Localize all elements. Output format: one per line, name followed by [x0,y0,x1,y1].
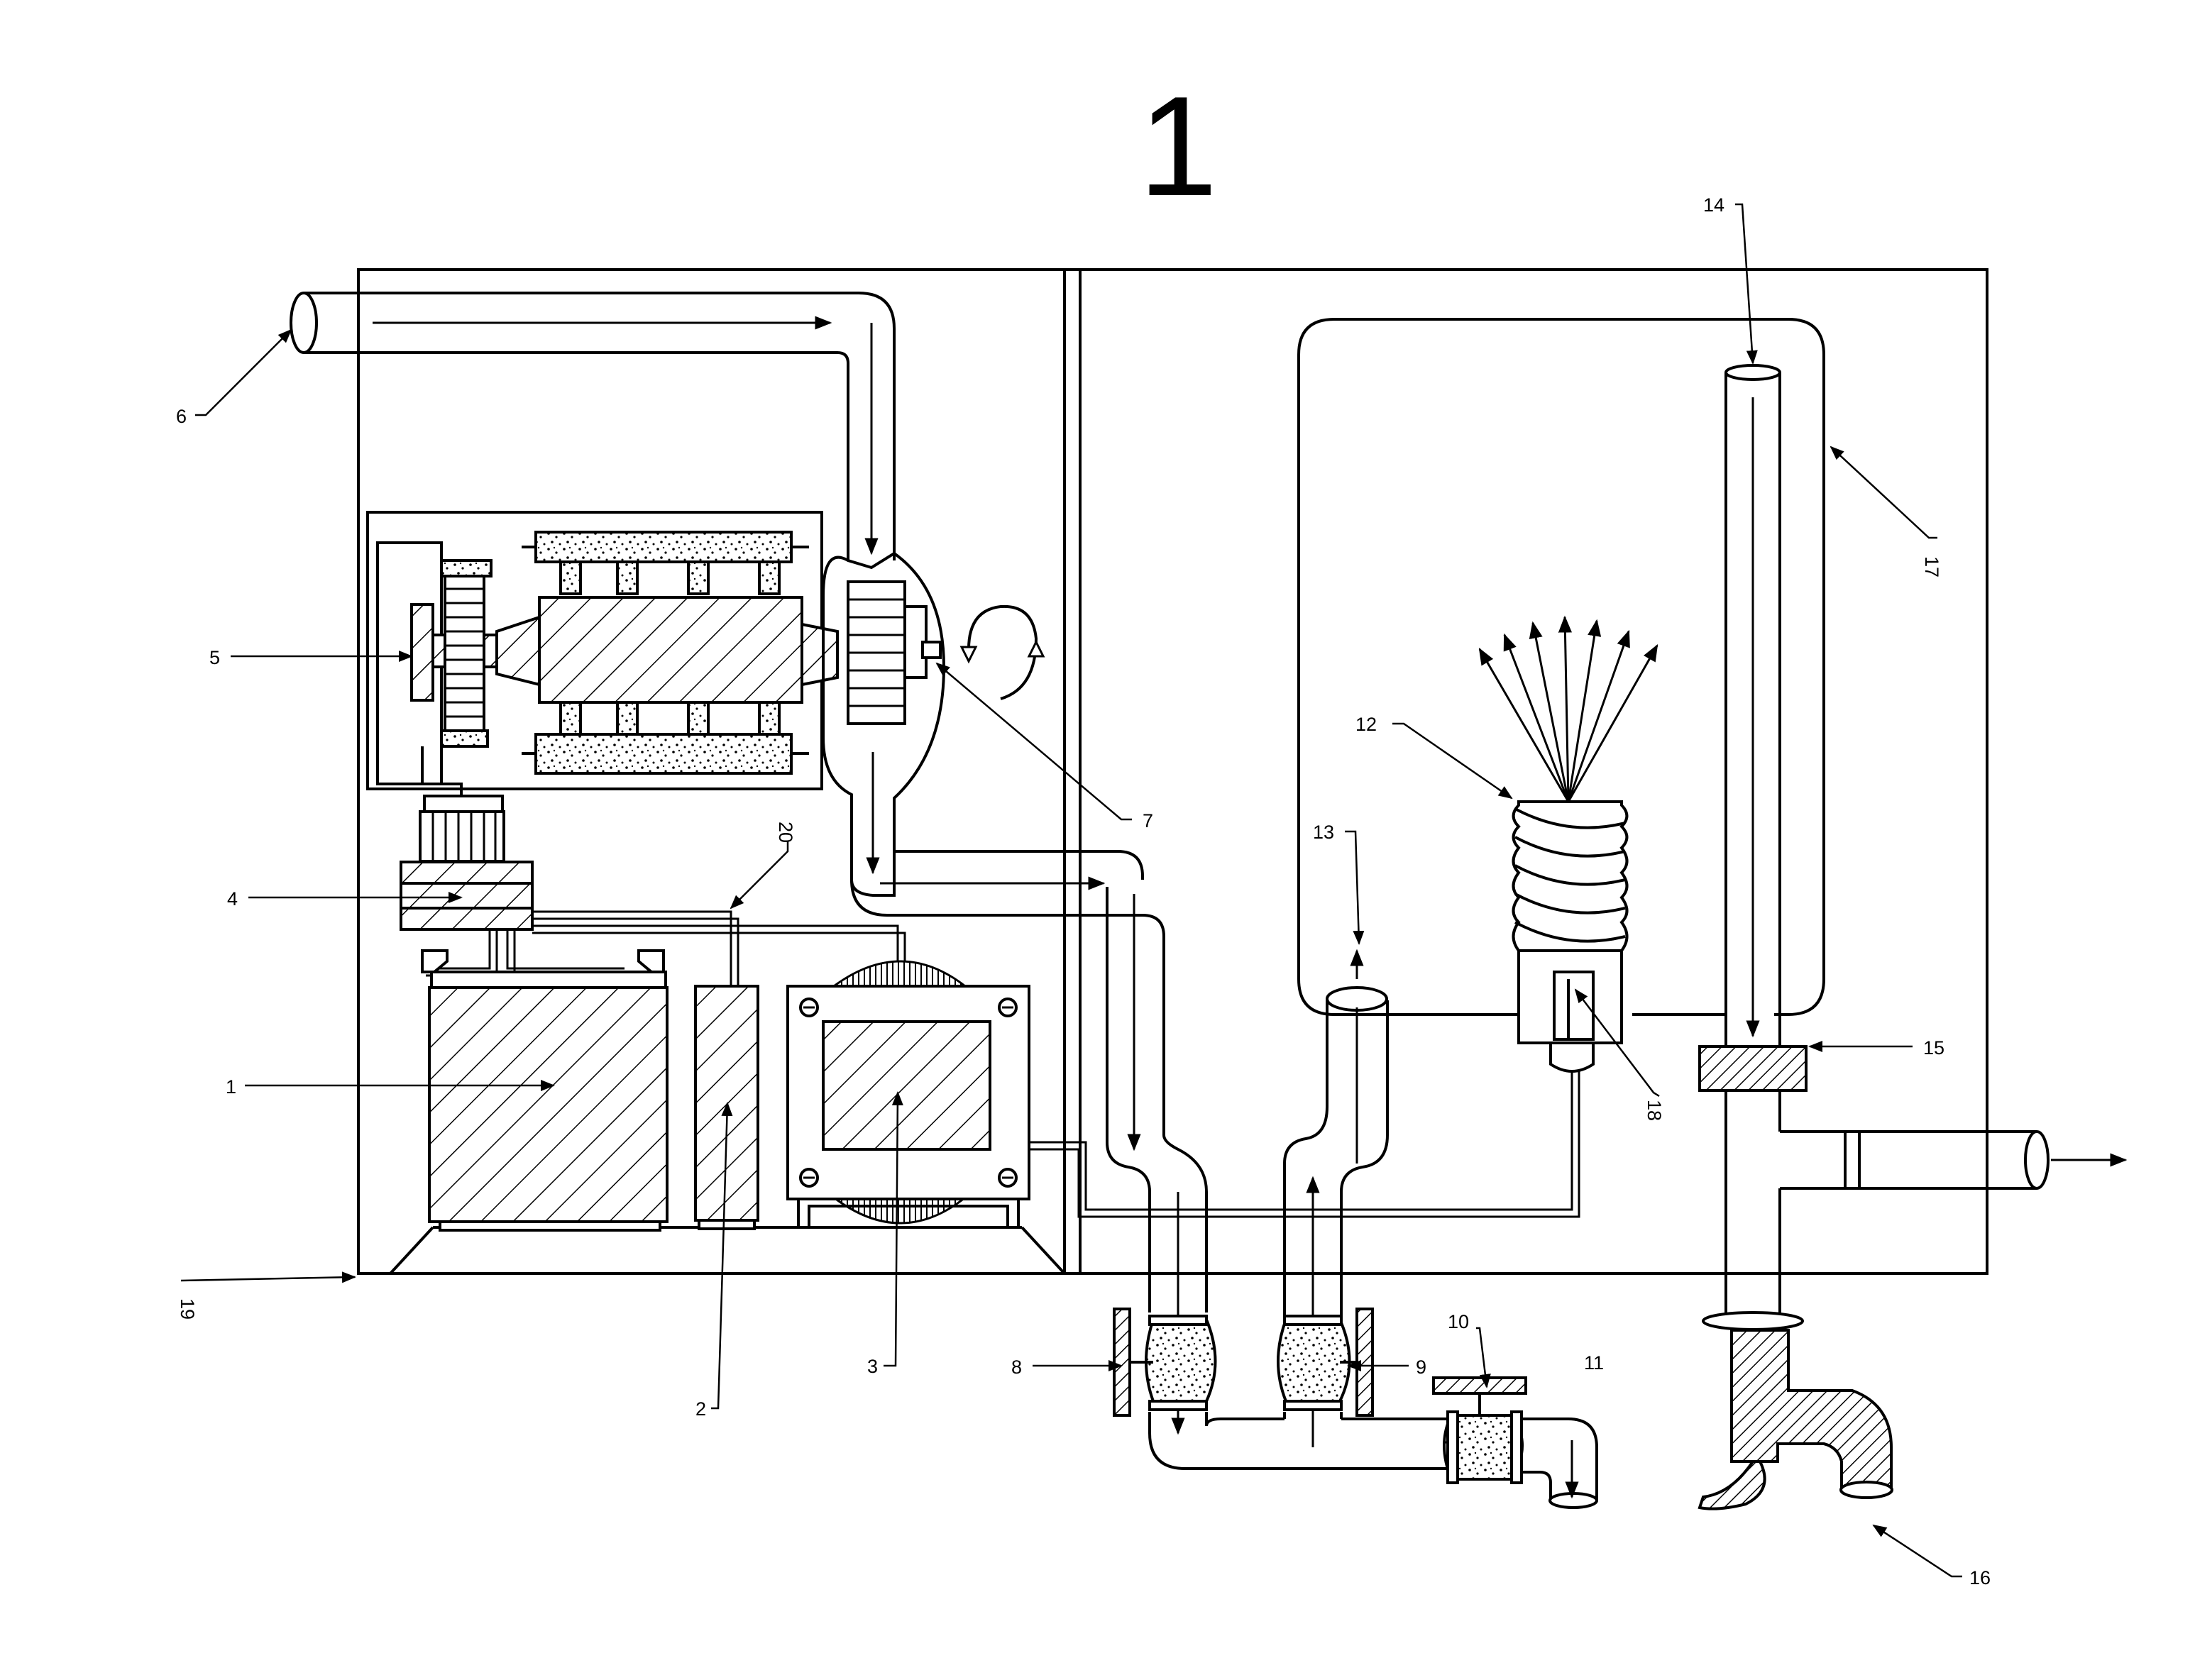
vertical-pipe [1698,364,2128,1510]
label-17: 17 [1921,556,1942,578]
label-9: 9 [1416,1356,1426,1378]
inlet-pipe [290,292,896,560]
valve-9 [1277,1308,1374,1417]
label-3: 3 [867,1356,878,1377]
turbine-housing [822,551,1045,897]
label-11: 11 [1584,1352,1604,1374]
label-5: 5 [209,647,220,668]
label-18: 18 [1644,1100,1665,1121]
label-6: 6 [176,406,187,427]
label-8: 8 [1011,1356,1022,1378]
label-12: 12 [1355,714,1377,735]
label-2: 2 [695,1398,706,1420]
label-1: 1 [226,1076,236,1098]
label-13: 13 [1313,822,1334,843]
regulator [400,795,906,986]
label-15: 15 [1923,1037,1944,1059]
label-19: 19 [177,1298,198,1320]
generator-assembly [366,511,839,796]
label-10: 10 [1448,1311,1469,1332]
label-7: 7 [1143,810,1153,831]
callouts: 6 5 4 1 19 20 2 3 7 8 9 10 11 [176,194,1991,1588]
valve-8 [1113,1308,1217,1417]
valve-10 [1432,1376,1598,1509]
label-14: 14 [1703,194,1724,216]
inner-compartment [1297,318,1825,1016]
u-pipe [1148,949,1448,1470]
label-20: 20 [775,822,796,843]
transformer [786,960,1030,1229]
label-16: 16 [1969,1567,1991,1588]
spray-nozzle [994,615,1658,1218]
label-4: 4 [227,888,238,910]
figure-number: 1 [1138,67,1217,226]
battery [421,949,669,1232]
